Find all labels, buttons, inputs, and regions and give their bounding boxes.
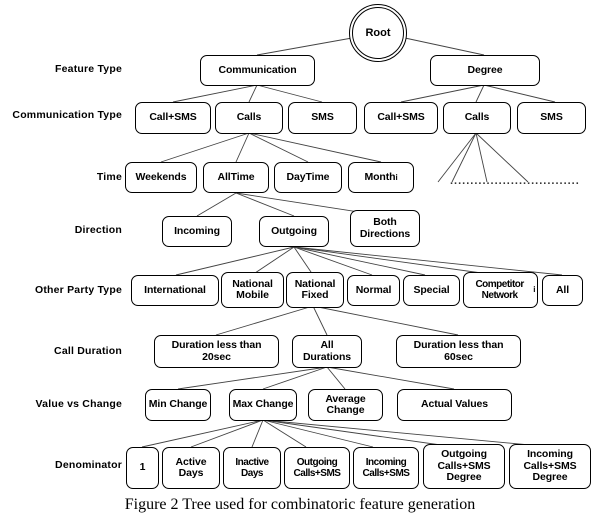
node-all-durations-label: All Durations (302, 339, 352, 363)
node-duration-less-60sec-label: Duration less than 60sec (413, 339, 504, 363)
node-national-fixed[interactable]: National Fixed (286, 272, 344, 308)
node-deg-sms-label: SMS (540, 111, 563, 124)
node-outgoing[interactable]: Outgoing (259, 216, 329, 247)
node-average-change-label: Average Change (325, 392, 366, 416)
node-both-directions-label: Both Directions (359, 216, 411, 240)
node-inactive-days[interactable]: Inactive Days (223, 447, 281, 489)
ellipsis-degree-branch: ................................ (450, 175, 580, 187)
node-root-label: Root (365, 27, 391, 39)
node-comm-call-sms[interactable]: Call+SMS (135, 102, 211, 134)
node-competitor-network-label: Competitor Network (475, 278, 524, 302)
node-incoming-calls-sms-degree[interactable]: Incoming Calls+SMS Degree (509, 444, 591, 489)
node-month-i-label: Month (364, 170, 396, 183)
node-normal[interactable]: Normal (347, 275, 400, 306)
node-month-i-subscript: i (395, 172, 398, 182)
node-actual-values-label: Actual Values (421, 398, 488, 411)
node-average-change[interactable]: Average Change (308, 389, 383, 421)
row-label-other-party-type: Other Party Type (34, 284, 122, 296)
node-max-change-label: Max Change (232, 398, 294, 411)
node-comm-call-sms-label: Call+SMS (149, 111, 197, 124)
node-communication-label: Communication (218, 63, 297, 76)
node-deg-calls[interactable]: Calls (443, 102, 511, 134)
node-min-change[interactable]: Min Change (145, 389, 211, 421)
node-root[interactable]: Root (349, 4, 407, 62)
row-label-direction: Direction (74, 224, 122, 236)
node-max-change[interactable]: Max Change (229, 389, 297, 421)
node-degree-label: Degree (467, 63, 503, 76)
node-duration-less-20sec-label: Duration less than 20sec (171, 339, 262, 363)
node-comm-calls[interactable]: Calls (215, 102, 283, 134)
row-label-communication-type: Communication Type (12, 109, 122, 121)
node-deg-calls-label: Calls (464, 111, 490, 124)
node-normal-label: Normal (355, 283, 392, 296)
node-special-label: Special (413, 283, 450, 296)
node-special[interactable]: Special (403, 275, 460, 306)
node-international[interactable]: International (131, 275, 219, 306)
node-active-days-label: Active Days (175, 455, 207, 479)
node-deg-sms[interactable]: SMS (517, 102, 586, 134)
node-all-label: All (555, 283, 570, 296)
node-national-mobile-label: National Mobile (232, 277, 273, 301)
node-all-durations[interactable]: All Durations (292, 335, 362, 368)
figure-caption: Figure 2 Tree used for combinatoric feat… (124, 496, 476, 513)
node-deg-call-sms[interactable]: Call+SMS (364, 102, 438, 134)
node-incoming-calls-sms[interactable]: Incoming Calls+SMS (353, 447, 419, 489)
node-outgoing-calls-sms-degree[interactable]: Outgoing Calls+SMS Degree (423, 444, 505, 489)
node-communication[interactable]: Communication (200, 55, 315, 86)
node-incoming-calls-sms-degree-label: Incoming Calls+SMS Degree (523, 448, 577, 484)
node-competitor-network-i[interactable]: Competitor Network i (463, 272, 538, 308)
row-label-feature-type: Feature Type (55, 63, 122, 75)
node-inactive-days-label: Inactive Days (235, 456, 269, 480)
node-active-days[interactable]: Active Days (162, 447, 220, 489)
node-min-change-label: Min Change (148, 398, 208, 411)
node-denominator-one-label: 1 (139, 461, 146, 474)
node-incoming-calls-sms-label: Incoming Calls+SMS (362, 456, 410, 480)
node-national-mobile[interactable]: National Mobile (221, 272, 284, 308)
node-outgoing-calls-sms-label: Outgoing Calls+SMS (293, 456, 341, 480)
row-label-call-duration: Call Duration (54, 345, 122, 357)
node-alltime-label: AllTime (217, 170, 255, 183)
node-duration-less-20sec[interactable]: Duration less than 20sec (154, 335, 279, 368)
node-duration-less-60sec[interactable]: Duration less than 60sec (396, 335, 521, 368)
node-weekends[interactable]: Weekends (125, 162, 197, 193)
node-weekends-label: Weekends (135, 170, 187, 183)
row-label-time: Time (96, 171, 122, 183)
row-label-value-vs-change: Value vs Change (35, 398, 122, 410)
node-both-directions[interactable]: Both Directions (350, 210, 420, 247)
node-degree[interactable]: Degree (430, 55, 540, 86)
node-competitor-network-subscript: i (533, 285, 535, 295)
node-deg-call-sms-label: Call+SMS (377, 111, 425, 124)
node-outgoing-calls-sms-degree-label: Outgoing Calls+SMS Degree (437, 448, 491, 484)
node-alltime[interactable]: AllTime (203, 162, 269, 193)
node-comm-calls-label: Calls (236, 111, 262, 124)
node-all[interactable]: All (542, 275, 583, 306)
node-outgoing-label: Outgoing (271, 224, 317, 237)
node-national-fixed-label: National Fixed (294, 277, 336, 301)
row-label-denominator: Denominator (55, 459, 122, 471)
node-outgoing-calls-sms[interactable]: Outgoing Calls+SMS (284, 447, 350, 489)
node-denominator-one[interactable]: 1 (126, 447, 159, 489)
node-incoming[interactable]: Incoming (162, 216, 232, 247)
node-comm-sms-label: SMS (311, 111, 334, 124)
node-comm-sms[interactable]: SMS (288, 102, 357, 134)
node-actual-values[interactable]: Actual Values (397, 389, 512, 421)
node-daytime[interactable]: DayTime (274, 162, 342, 193)
node-incoming-label: Incoming (174, 224, 220, 237)
node-international-label: International (144, 283, 206, 296)
node-daytime-label: DayTime (286, 170, 330, 183)
